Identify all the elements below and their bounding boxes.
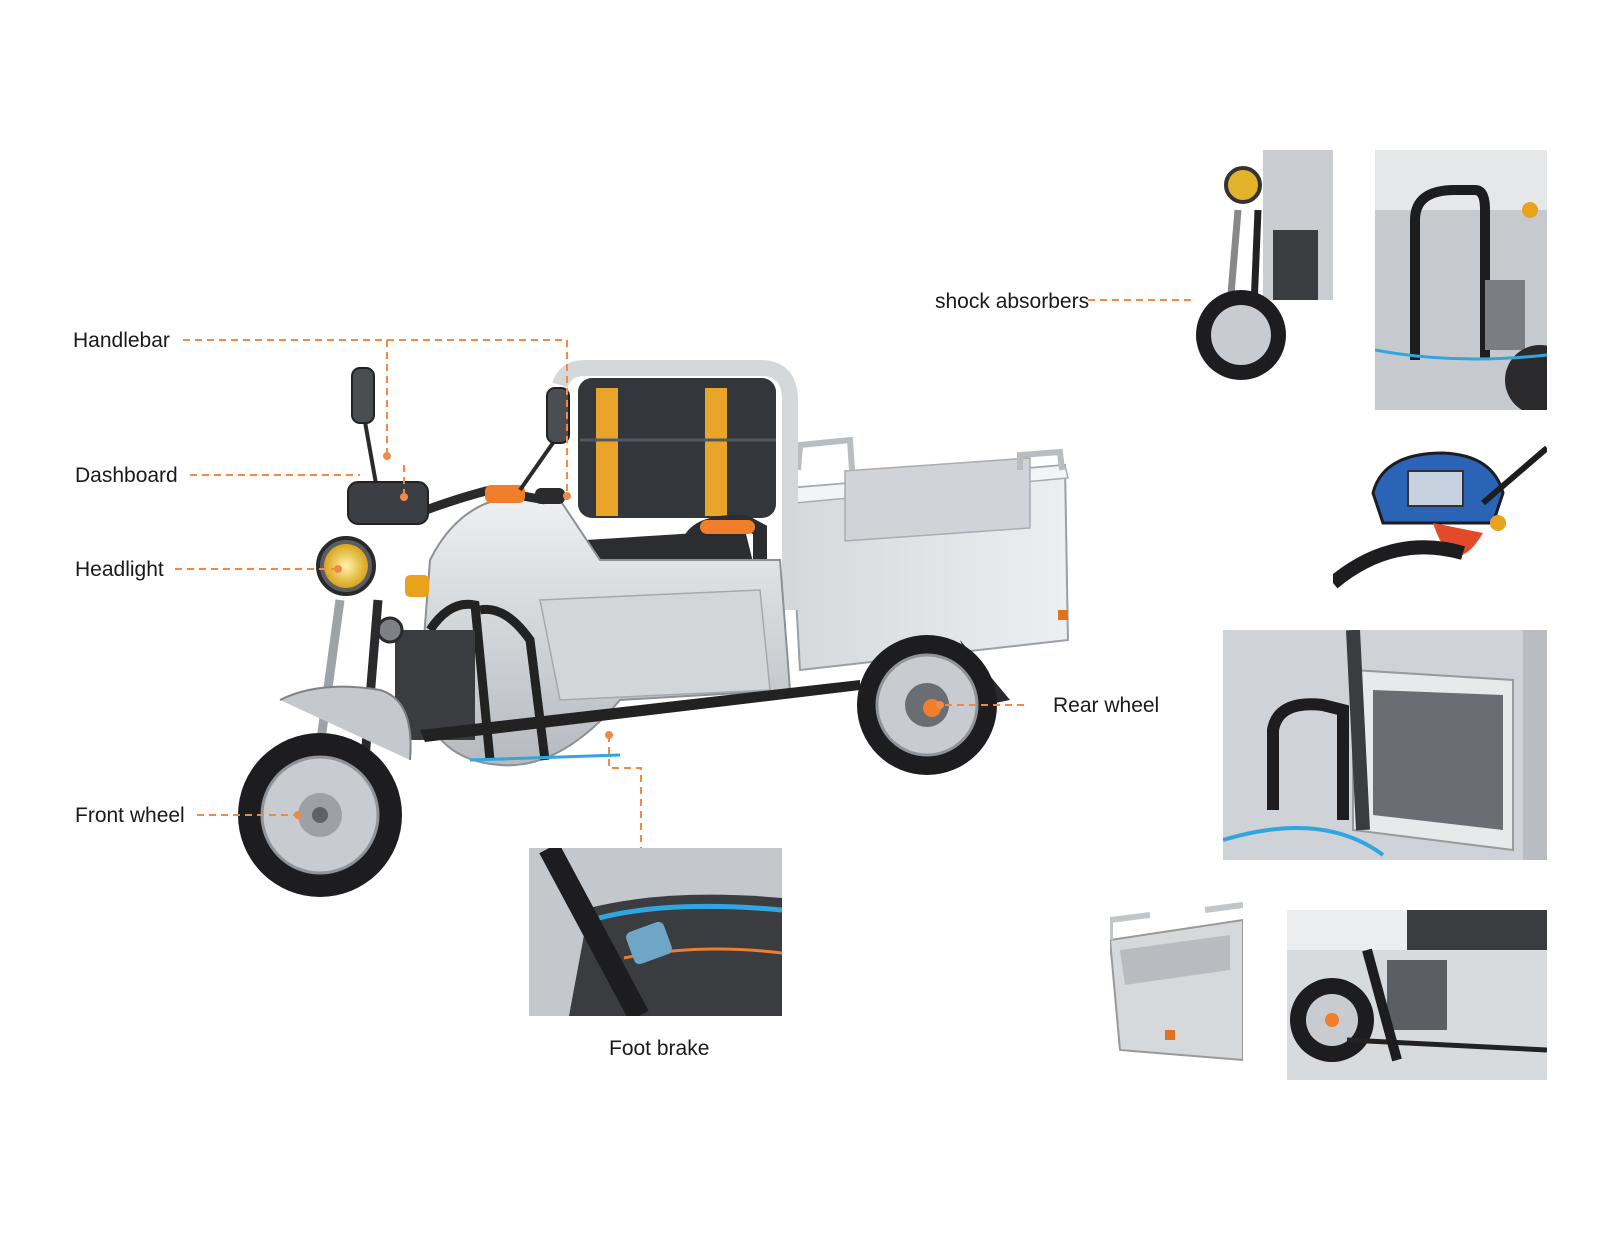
front-wheel-graphic bbox=[238, 733, 402, 897]
label-rear-wheel: Rear wheel bbox=[1053, 694, 1160, 717]
handlebar-graphic bbox=[351, 367, 570, 525]
cargo-box-detail-photo bbox=[1110, 900, 1243, 1072]
label-foot-brake: Foot brake bbox=[609, 1037, 710, 1060]
label-headlight: Headlight bbox=[75, 558, 164, 581]
storage-compartment-detail-photo bbox=[1223, 630, 1547, 860]
front-fairing bbox=[395, 495, 860, 767]
dashboard-graphic bbox=[347, 481, 429, 525]
shock-absorber-detail-photo bbox=[1193, 150, 1333, 383]
foot-brake-detail-photo bbox=[529, 848, 782, 1016]
label-dashboard: Dashboard bbox=[75, 464, 178, 487]
headlight-graphic bbox=[316, 536, 429, 644]
label-handlebar: Handlebar bbox=[73, 329, 170, 352]
rear-wheel-graphic bbox=[857, 635, 997, 775]
label-shock-absorbers: shock absorbers bbox=[935, 290, 1090, 313]
rear-chassis-detail-photo bbox=[1287, 910, 1547, 1080]
dashboard-detail-photo bbox=[1333, 443, 1547, 591]
label-front-wheel: Front wheel bbox=[75, 804, 185, 827]
cargo-box bbox=[788, 436, 1070, 672]
backrest bbox=[552, 360, 798, 610]
seat-frame-detail-photo bbox=[1375, 150, 1547, 410]
